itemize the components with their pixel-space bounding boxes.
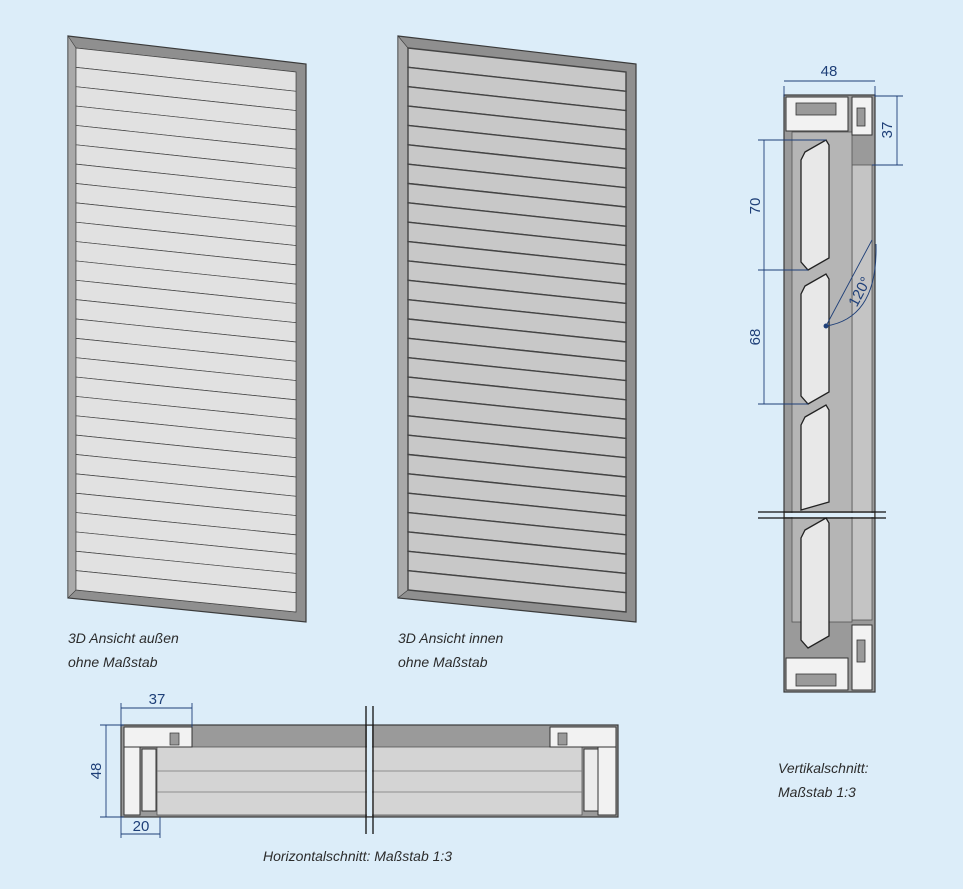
caption-inside-line2: ohne Maßstab	[398, 654, 488, 670]
shutter-3d-outside	[67, 35, 307, 623]
shutter-3d-inside	[397, 35, 637, 623]
caption-inside-line1: 3D Ansicht innen	[398, 630, 504, 646]
vertical-section-slats	[800, 139, 830, 649]
dimension-horizontal-frame-depth: 37	[149, 691, 166, 708]
dimension-vertical-width: 48	[821, 63, 838, 80]
dimension-vertical-frame-depth: 37	[879, 122, 896, 139]
slat	[407, 569, 627, 613]
dimension-vertical-slat-pitch-1: 70	[747, 198, 764, 215]
caption-outside-line1: 3D Ansicht außen	[68, 630, 179, 646]
slat	[75, 570, 297, 613]
dimension-horizontal-frame-width: 20	[133, 818, 150, 835]
caption-vertical-line1: Vertikalschnitt:	[778, 760, 869, 776]
caption-vertical-line2: Maßstab 1:3	[778, 784, 856, 800]
caption-horizontal: Horizontalschnitt: Maßstab 1:3	[263, 848, 453, 864]
inside-slats	[407, 47, 627, 613]
vertical-section: 48 37 70 68 120°	[747, 63, 903, 693]
caption-outside-line2: ohne Maßstab	[68, 654, 158, 670]
outside-slats	[75, 47, 297, 613]
horizontal-section: 37 48 20	[88, 691, 619, 838]
dimension-horizontal-height: 48	[88, 763, 105, 780]
dimension-vertical-slat-pitch-2: 68	[747, 329, 764, 346]
